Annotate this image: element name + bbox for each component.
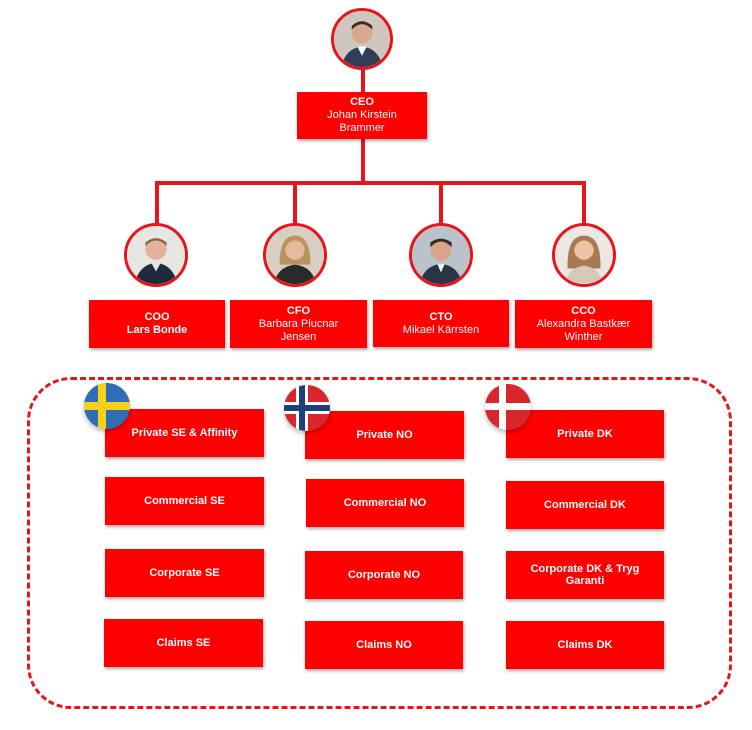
norway-flag-icon bbox=[284, 385, 330, 431]
ceo-role: CEO bbox=[350, 96, 374, 108]
unit-private-no: Private NO bbox=[305, 411, 464, 459]
cto-role: CTO bbox=[429, 310, 453, 323]
cfo-role: CFO bbox=[286, 304, 311, 317]
coo-role: COO bbox=[144, 311, 170, 323]
cfo-box: CFO Barbara Plucnar Jensen bbox=[230, 300, 367, 348]
unit-commercial-se: Commercial SE bbox=[105, 477, 264, 525]
cco-box: CCO Alexandra Bastkær Winther bbox=[515, 300, 652, 348]
connector-cco bbox=[582, 181, 586, 225]
cco-name: Alexandra Bastkær Winther bbox=[536, 317, 631, 343]
coo-avatar bbox=[124, 223, 188, 287]
connector-horizontal bbox=[155, 181, 586, 185]
cto-avatar bbox=[409, 223, 473, 287]
unit-commercial-dk: Commercial DK bbox=[506, 481, 664, 529]
unit-corporate-no: Corporate NO bbox=[305, 551, 463, 599]
unit-private-dk: Private DK bbox=[506, 410, 664, 458]
connector-cto bbox=[439, 181, 443, 225]
unit-claims-no: Claims NO bbox=[305, 621, 463, 669]
unit-claims-se: Claims SE bbox=[104, 619, 263, 667]
connector-coo bbox=[155, 181, 159, 225]
cto-name: Mikael Kärrsten bbox=[402, 323, 480, 336]
coo-name: Lars Bonde bbox=[126, 324, 188, 336]
unit-corporate-dk: Corporate DK & Tryg Garanti bbox=[506, 551, 664, 599]
cfo-name: Barbara Plucnar Jensen bbox=[258, 317, 339, 343]
cco-avatar bbox=[552, 223, 616, 287]
unit-commercial-no: Commercial NO bbox=[306, 479, 464, 527]
sweden-flag-icon bbox=[84, 383, 130, 429]
denmark-flag-icon bbox=[485, 384, 531, 430]
connector-ceo-photo bbox=[361, 65, 365, 92]
unit-corporate-se: Corporate SE bbox=[105, 549, 264, 597]
ceo-avatar bbox=[331, 8, 393, 70]
business-units-region bbox=[27, 377, 732, 709]
connector-cfo bbox=[293, 181, 297, 225]
unit-claims-dk: Claims DK bbox=[506, 621, 664, 669]
ceo-name: Johan Kirstein Brammer bbox=[327, 109, 397, 134]
cfo-avatar bbox=[263, 223, 327, 287]
cco-role: CCO bbox=[571, 304, 596, 317]
cto-box: CTO Mikael Kärrsten bbox=[373, 300, 509, 347]
coo-box: COO Lars Bonde bbox=[89, 300, 225, 348]
ceo-box: CEO Johan Kirstein Brammer bbox=[297, 92, 427, 139]
connector-ceo-down bbox=[361, 138, 365, 184]
unit-private-se: Private SE & Affinity bbox=[105, 409, 264, 457]
